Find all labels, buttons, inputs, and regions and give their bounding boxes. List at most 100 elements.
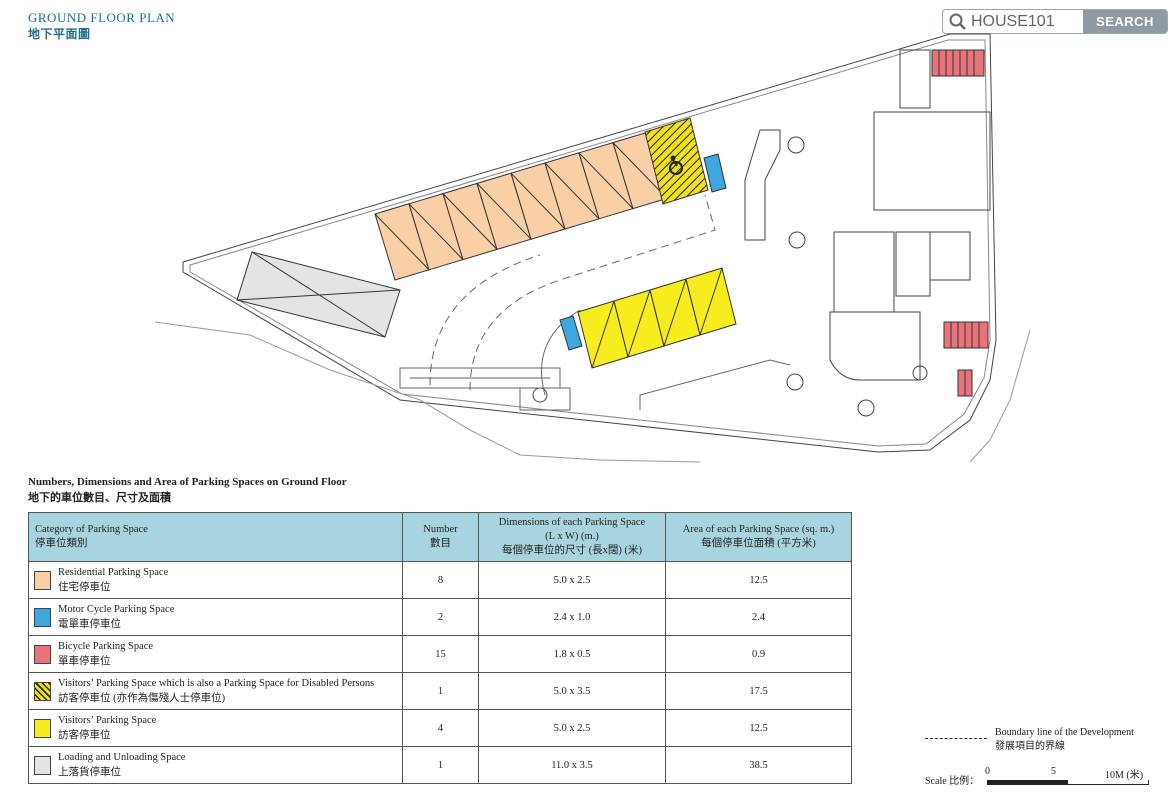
dimensions-cell: 2.4 x 1.0	[478, 598, 666, 636]
stall-diagonal	[544, 162, 600, 220]
building-block	[895, 231, 931, 297]
search-bar: HOUSE101 SEARCH	[942, 9, 1168, 34]
stall-diagonal	[612, 142, 668, 199]
category-cell: Bicycle Parking Space 單車停車位	[28, 635, 403, 673]
search-icon	[949, 13, 966, 30]
landscape-edge	[639, 359, 791, 410]
area-cell: 12.5	[665, 561, 852, 599]
header-area: Area of each Parking Space (sq. m.) 每個停車…	[665, 512, 852, 562]
boundary-line-sample	[925, 738, 987, 739]
header-dim-zh: 每個停車位的尺寸 (長x闊) (米)	[502, 545, 642, 556]
scale-bar-line	[987, 780, 1149, 785]
header-number-zh: 數目	[430, 538, 451, 549]
header-dim-en: Dimensions of each Parking Space	[498, 517, 646, 528]
area-cell: 38.5	[665, 746, 852, 784]
table-header-row: Category of Parking Space 停車位類別 Number 數…	[28, 512, 852, 562]
category-name-en: Residential Parking Space	[58, 567, 169, 578]
table-title: Numbers, Dimensions and Area of Parking …	[28, 474, 347, 506]
building-block	[833, 231, 895, 313]
tree	[912, 365, 928, 381]
area-cell: 17.5	[665, 672, 852, 710]
scale-tick-5: 5	[1051, 766, 1056, 777]
category-name-en: Bicycle Parking Space	[58, 641, 154, 652]
building-block	[873, 111, 991, 211]
motorcycle-parking	[559, 315, 583, 351]
color-swatch	[34, 681, 51, 701]
search-input[interactable]: HOUSE101	[943, 10, 1083, 33]
category-name-zh: 住宅停車位	[58, 582, 111, 593]
search-value: HOUSE101	[971, 12, 1055, 30]
plan-title-zh: 地下平面圖	[28, 27, 91, 41]
motorcycle-parking	[703, 153, 727, 193]
tree	[857, 399, 875, 417]
tree	[788, 231, 806, 249]
parking-table: Category of Parking Space 停車位類別 Number 數…	[28, 512, 852, 784]
category-cell: Visitors’ Parking Space 訪客停車位	[28, 709, 403, 747]
area-cell: 12.5	[665, 709, 852, 747]
number-cell: 4	[402, 709, 479, 747]
search-button[interactable]: SEARCH	[1083, 10, 1167, 33]
header-category-zh: 停車位類別	[35, 538, 88, 549]
stall-diagonal	[442, 193, 498, 250]
building-block	[744, 129, 781, 241]
tree	[787, 136, 805, 154]
color-swatch	[34, 755, 51, 775]
dimensions-cell: 5.0 x 3.5	[478, 672, 666, 710]
building-block	[829, 311, 921, 381]
scale-label: Scale 比例：	[925, 776, 980, 787]
dimensions-cell: 1.8 x 0.5	[478, 635, 666, 673]
table-title-zh: 地下的車位數目、尺寸及面積	[28, 492, 171, 504]
table-row: Bicycle Parking Space 單車停車位 15 1.8 x 0.5…	[28, 635, 852, 673]
table-row: Residential Parking Space 住宅停車位 8 5.0 x …	[28, 561, 852, 599]
stall-diagonal	[408, 203, 464, 260]
bicycle-parking-group-2	[943, 321, 989, 349]
category-name-zh: 訪客停車位 (亦作為傷殘人士停車位)	[58, 693, 226, 704]
dimensions-cell: 5.0 x 2.5	[478, 709, 666, 747]
stall-diagonal	[510, 172, 566, 230]
table-row: Visitors’ Parking Space 訪客停車位 4 5.0 x 2.…	[28, 709, 852, 747]
number-cell: 1	[402, 746, 479, 784]
site-boundary	[182, 33, 997, 453]
header-dimensions: Dimensions of each Parking Space (L x W)…	[478, 512, 666, 562]
category-name-zh: 單車停車位	[58, 656, 111, 667]
category-name-en: Visitors’ Parking Space which is also a …	[58, 678, 375, 689]
table-title-en: Numbers, Dimensions and Area of Parking …	[28, 476, 347, 488]
plan-title-en: GROUND FLOOR PLAN	[28, 10, 176, 25]
area-cell: 0.9	[665, 635, 852, 673]
category-name-zh: 電單車停車位	[58, 619, 121, 630]
area-cell: 2.4	[665, 598, 852, 636]
bicycle-parking-group-3	[957, 369, 973, 397]
site-boundary-inner	[189, 39, 991, 447]
category-name-zh: 訪客停車位	[58, 730, 111, 741]
color-swatch	[34, 718, 51, 738]
building-block	[899, 49, 931, 109]
category-cell: Motor Cycle Parking Space 電單車停車位	[28, 598, 403, 636]
category-cell: Residential Parking Space 住宅停車位	[28, 561, 403, 599]
dimensions-cell: 5.0 x 2.5	[478, 561, 666, 599]
color-swatch	[34, 644, 51, 664]
visitor-disabled-parking	[644, 117, 709, 205]
road-line	[154, 321, 701, 463]
color-swatch	[34, 607, 51, 627]
header-area-zh: 每個停車位面積 (平方米)	[701, 538, 816, 549]
color-swatch	[34, 570, 51, 590]
stall-diagonal	[476, 183, 532, 240]
category-cell: Visitors’ Parking Space which is also a …	[28, 672, 403, 710]
table-row: Visitors’ Parking Space which is also a …	[28, 672, 852, 710]
bicycle-parking-group-1	[931, 49, 985, 77]
dimensions-cell: 11.0 x 3.5	[478, 746, 666, 784]
stall-diagonal	[374, 213, 430, 271]
header-dim-unit: (L x W) (m.)	[545, 531, 599, 542]
building-block	[929, 231, 971, 281]
header-category-en: Category of Parking Space	[35, 524, 148, 535]
entrance-gate	[399, 367, 561, 389]
category-name-en: Motor Cycle Parking Space	[58, 604, 175, 615]
category-name-zh: 上落貨停車位	[58, 767, 121, 778]
stall-diagonal	[627, 289, 651, 358]
scale-tick-0: 0	[985, 766, 990, 777]
table-row: Motor Cycle Parking Space 電單車停車位 2 2.4 x…	[28, 598, 852, 636]
number-cell: 2	[402, 598, 479, 636]
scale-tick-10: 10M (米)	[1105, 770, 1144, 781]
stall-diagonal	[663, 278, 687, 347]
category-name-en: Loading and Unloading Space	[58, 752, 186, 763]
